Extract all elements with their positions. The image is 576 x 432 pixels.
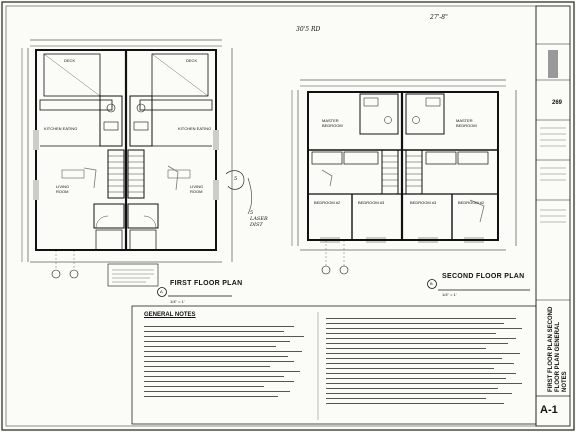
second-floor-plan-scale: 1/4" = 1': [442, 292, 457, 297]
room-kitchen-right: KITCHEN EATING: [178, 126, 212, 131]
project-number: 269: [552, 100, 563, 106]
sheet-number: A-1: [540, 404, 558, 416]
room-bed3-left: BEDROOM #3: [358, 200, 385, 205]
room-living-left: LIVING ROOM: [56, 184, 70, 194]
room-master-left: MASTER BEDROOM: [322, 118, 343, 128]
room-living-right: LIVING ROOM: [190, 184, 204, 194]
handwritten-annotation: 5 LASER DIST: [250, 210, 268, 228]
circled-mark: 5: [234, 176, 238, 182]
second-floor-plan: [291, 79, 530, 291]
room-master-right: MASTER BEDROOM: [456, 118, 477, 128]
first-floor-plan-scale: 1/4" = 1': [170, 299, 185, 304]
room-deck-right: DECK: [186, 58, 198, 63]
sheet-titles: FIRST FLOOR PLAN SECOND FLOOR PLAN GENER…: [548, 306, 568, 392]
title-block: [535, 5, 571, 427]
room-kitchen-left: KITCHEN EATING: [44, 126, 78, 131]
first-floor-plan-title: FIRST FLOOR PLAN: [170, 280, 243, 287]
second-floor-marker: B: [430, 281, 433, 286]
first-floor-marker: A: [160, 289, 163, 294]
stamp-logo: [548, 50, 558, 78]
room-bed2-right: BEDROOM #2: [458, 200, 485, 205]
second-floor-plan-title: SECOND FLOOR PLAN: [442, 273, 525, 280]
handwritten-dim-right: 27'-8": [430, 14, 448, 21]
room-bed2-left: BEDROOM #2: [314, 200, 341, 205]
room-bed3-right: BEDROOM #3: [410, 200, 437, 205]
first-floor-plan: [21, 39, 253, 297]
room-deck-left: DECK: [64, 58, 76, 63]
handwritten-dim-left: 30'5 RD: [296, 26, 321, 33]
general-notes-title: GENERAL NOTES: [144, 312, 196, 318]
